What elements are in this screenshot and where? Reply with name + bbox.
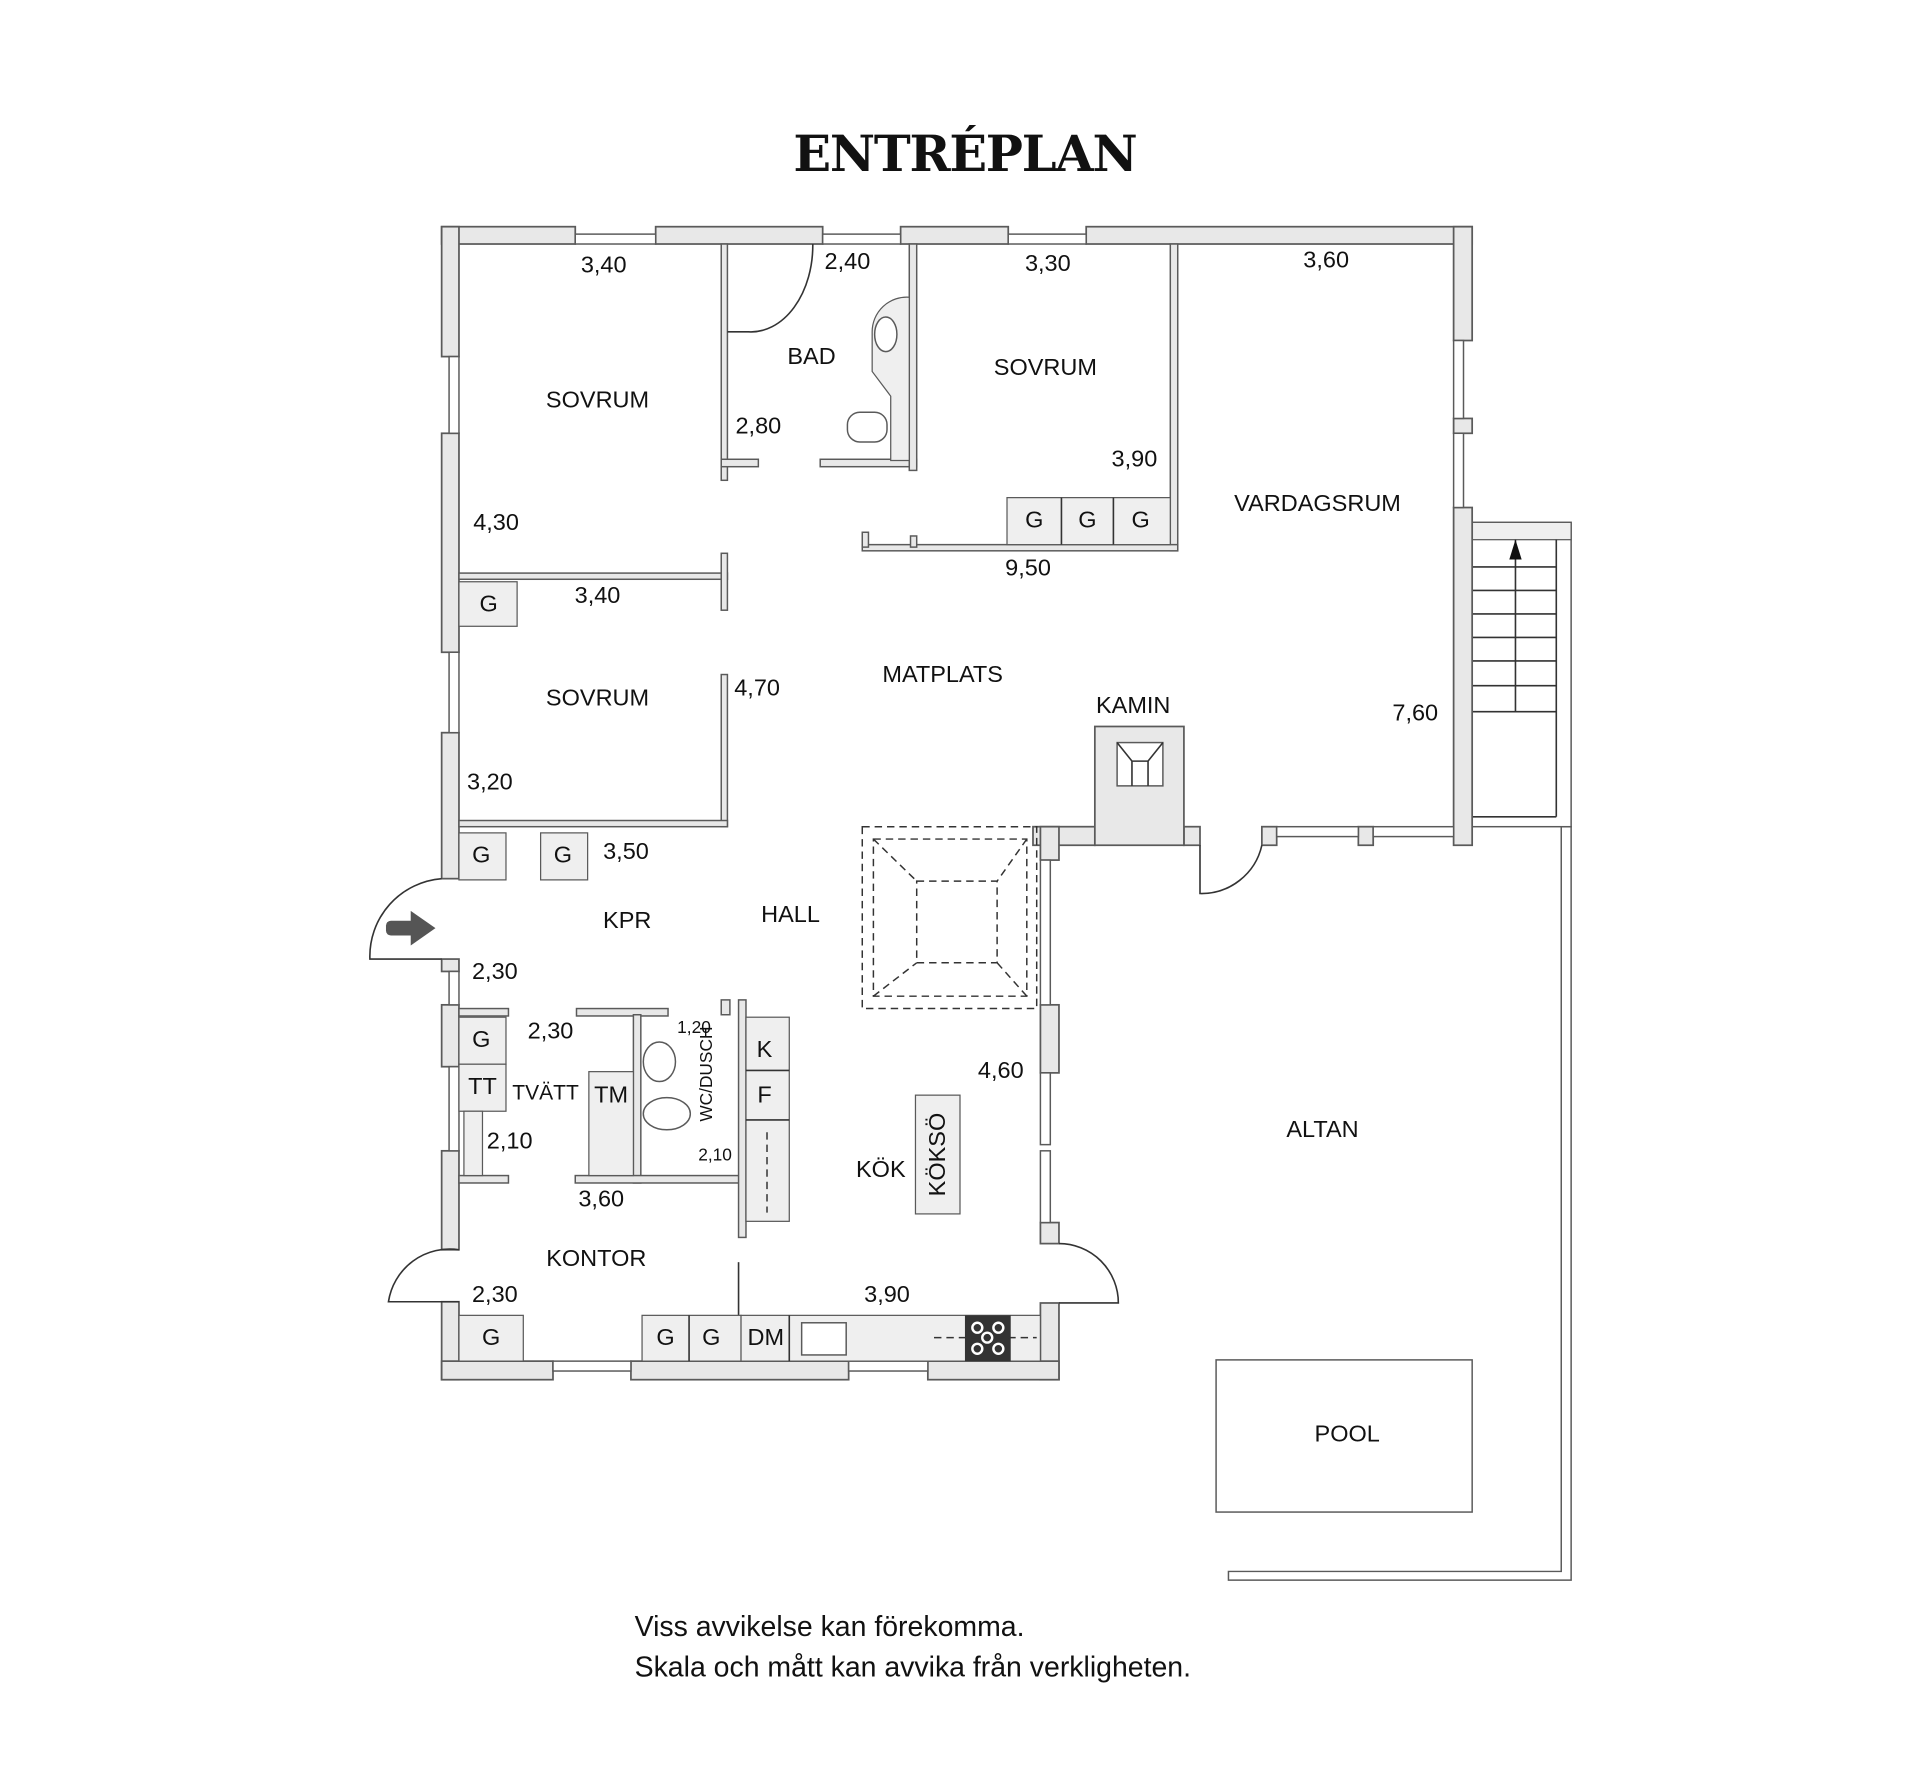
dimension: 4,70	[734, 675, 780, 701]
dimension: 3,90	[864, 1281, 910, 1307]
fixture-labels: G G G G G G G TT TM K F G G G DM	[468, 506, 1150, 1350]
dishwasher-label: DM	[747, 1324, 784, 1350]
pool	[1215, 1359, 1473, 1513]
dimension: 2,30	[472, 1281, 518, 1307]
room-label: MATPLATS	[882, 661, 1003, 687]
wardrobe-label: G	[482, 1324, 500, 1350]
room-label: SOVRUM	[546, 386, 649, 412]
room-label: SOVRUM	[994, 354, 1097, 380]
doors	[369, 845, 1263, 1304]
room-label: BAD	[787, 343, 835, 369]
wardrobe-label: G	[1078, 506, 1096, 532]
plan-title: ENTRÉPLAN	[793, 124, 1136, 183]
room-label: ALTAN	[1286, 1116, 1358, 1142]
room-label: WC/DUSCH	[696, 1027, 716, 1122]
interior-walls	[458, 243, 1179, 1337]
dimension: 3,60	[578, 1186, 624, 1212]
dimension: 2,80	[735, 412, 781, 438]
dimension: 3,30	[1025, 250, 1071, 276]
dimension: 3,40	[581, 251, 627, 277]
wardrobe-label: G	[472, 842, 490, 868]
wardrobe-label: G	[472, 1026, 490, 1052]
dimension: 3,20	[467, 769, 513, 795]
wardrobe-label: G	[1131, 506, 1149, 532]
room-label: KAMIN	[1096, 692, 1170, 718]
room-label: VARDAGSRUM	[1234, 490, 1401, 516]
wardrobe-label: G	[702, 1324, 720, 1350]
freezer-label: F	[757, 1082, 771, 1108]
room-label: TVÄTT	[512, 1081, 579, 1104]
dimension: 3,50	[603, 838, 649, 864]
dimension: 1,20	[677, 1017, 711, 1037]
dimension: 4,60	[978, 1057, 1024, 1083]
dimension: 2,30	[528, 1017, 574, 1043]
skylight	[861, 825, 1038, 1010]
stairs	[1471, 521, 1572, 828]
dimension: 7,60	[1392, 699, 1438, 725]
dimension: 2,30	[472, 958, 518, 984]
dimension: 3,40	[575, 582, 621, 608]
toilet-icon	[846, 411, 888, 443]
windows	[448, 233, 1465, 1372]
stairs-up-arrow-icon	[1509, 539, 1522, 560]
washing-machine-label: TM	[594, 1082, 628, 1108]
wardrobe-label: G	[1025, 506, 1043, 532]
sink-icon	[873, 316, 898, 353]
room-label: KPR	[603, 907, 651, 933]
room-label: POOL	[1315, 1421, 1380, 1447]
dimension: 2,10	[698, 1144, 732, 1164]
fridge-label: K	[757, 1036, 773, 1062]
room-label: KÖK	[856, 1156, 906, 1182]
dimension: 3,60	[1303, 247, 1349, 273]
kitchen-sink-icon	[800, 1322, 847, 1356]
toilet-icon	[642, 1096, 692, 1131]
shower-icon	[727, 244, 814, 333]
fixtures	[458, 497, 1171, 1362]
dimension: 4,30	[473, 509, 519, 535]
disclaimer-line: Viss avvikelse kan förekomma.	[635, 1611, 1025, 1643]
dimension: 9,50	[1005, 555, 1051, 581]
wardrobe-label: G	[656, 1324, 674, 1350]
tumble-dryer-label: TT	[468, 1073, 497, 1099]
kitchen-island	[914, 1094, 961, 1215]
dimension-labels: 3,40 2,40 3,30 3,60 2,80 3,90 4,30 9,50 …	[467, 247, 1438, 1307]
room-label: KÖKSÖ	[924, 1113, 950, 1197]
sink-icon	[642, 1041, 677, 1083]
room-label: KONTOR	[546, 1245, 646, 1271]
dimension: 3,90	[1112, 446, 1158, 472]
room-label: HALL	[761, 901, 820, 927]
wardrobe-label: G	[554, 842, 572, 868]
entrance-arrow-icon	[385, 910, 436, 946]
disclaimer-line: Skala och mått kan avvika från verklighe…	[635, 1652, 1191, 1684]
room-labels: SOVRUM BAD SOVRUM VARDAGSRUM SOVRUM MATP…	[512, 343, 1401, 1447]
room-label: SOVRUM	[546, 684, 649, 710]
dimension: 2,10	[487, 1127, 533, 1153]
dimension: 2,40	[825, 248, 871, 274]
wardrobe-label: G	[480, 590, 498, 616]
